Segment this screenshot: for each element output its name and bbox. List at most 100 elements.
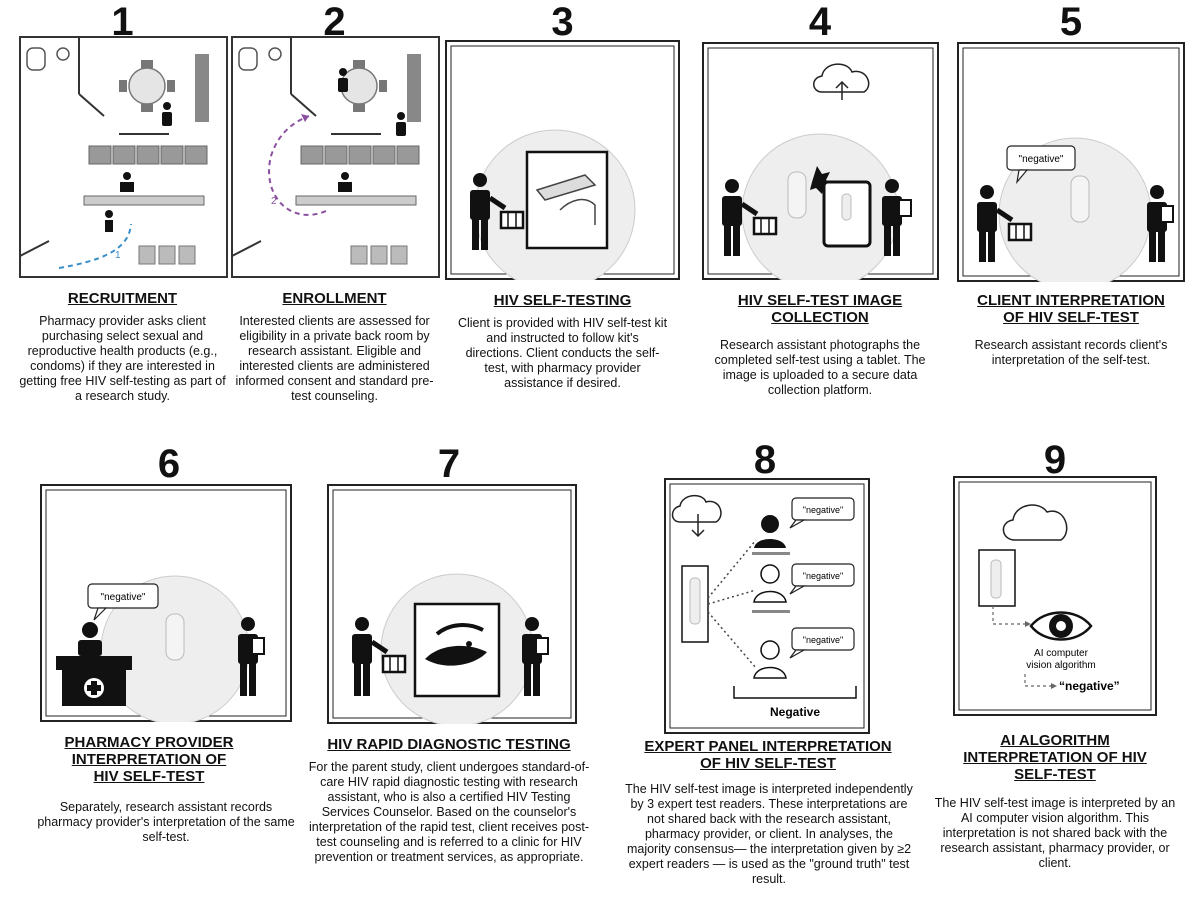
bubble-text: "negative" — [1019, 154, 1064, 165]
research-assistant-icon — [396, 112, 406, 136]
test-kit-image — [525, 150, 609, 250]
sink-icon — [56, 47, 70, 61]
cloud-icon — [1002, 504, 1068, 541]
step-4: 4 — [700, 0, 940, 430]
step-number: 2 — [323, 0, 346, 44]
toilet-icon — [238, 47, 258, 71]
self-testing-panel — [445, 40, 680, 280]
research-assistant-icon — [882, 179, 912, 256]
step-title: EXPERT PANEL INTERPRETATION OF HIV SELF-… — [644, 738, 892, 772]
step-title: RECRUITMENT — [67, 290, 178, 307]
cabinet-icon — [195, 54, 209, 122]
recruitment-floorplan: 1 — [19, 36, 229, 279]
step-1: 1 — [15, 0, 230, 430]
step-description: The HIV self-test image is interpreted b… — [934, 796, 1176, 870]
pharmacy-provider-panel: "negative" — [40, 484, 292, 722]
step-7: 7 — [309, 440, 589, 905]
step-title: HIV SELF-TESTING — [493, 292, 632, 309]
self-test-device — [1070, 175, 1090, 223]
speech-bubble-1: "negative" — [789, 497, 855, 529]
research-assistant-icon — [238, 617, 265, 696]
flash-icon — [810, 166, 832, 194]
pharmacy-counter-icon — [56, 656, 132, 706]
step-number: 1 — [111, 0, 134, 44]
basket-icon — [499, 210, 525, 230]
pharmacist-icon — [120, 172, 134, 192]
bubble-text: "negative" — [101, 592, 146, 603]
path-label: 1 — [115, 250, 121, 261]
step-9: 9 AI computer vision algorithm “negative… — [935, 440, 1195, 905]
expert-panel: "negative" "negative" "negative" Negativ… — [664, 478, 870, 734]
step-number: 5 — [1059, 0, 1083, 44]
step-title: CLIENT INTERPRETATION OF HIV SELF-TEST — [977, 292, 1165, 326]
step-description: The HIV self-test image is interpreted i… — [625, 782, 913, 886]
bubble-text: "negative" — [803, 635, 843, 645]
research-assistant-icon — [522, 617, 549, 696]
step-number: 3 — [551, 0, 574, 44]
bubble-text: "negative" — [803, 571, 843, 581]
cloud-download-icon — [671, 494, 722, 538]
step-description: For the parent study, client undergoes s… — [308, 760, 590, 864]
cloud-upload-icon — [813, 63, 870, 100]
consensus-result: Negative — [770, 705, 820, 719]
pharmacist-icon — [78, 622, 102, 656]
step-description: Separately, research assistant records p… — [37, 800, 295, 844]
research-assistant-icon — [162, 102, 172, 126]
cabinet-icon — [407, 54, 421, 122]
step-3: 3 HIV SELF-TESTING Client is p — [445, 0, 680, 430]
step-title: HIV SELF-TEST IMAGE COLLECTION — [737, 292, 903, 326]
step-2: 2 — [227, 0, 442, 430]
step-number: 7 — [437, 442, 461, 486]
step-description: Pharmacy provider asks client purchasing… — [19, 314, 226, 403]
algo-label-line-1: AI computer — [1034, 648, 1089, 659]
expert-reader-3-icon — [753, 640, 787, 679]
expert-reader-2-icon — [752, 564, 790, 613]
image-collection-panel — [702, 42, 939, 280]
client-icon — [352, 617, 389, 696]
client-interpretation-panel: "negative" — [957, 42, 1185, 282]
ai-algorithm-panel: AI computer vision algorithm “negative” — [953, 476, 1157, 716]
speech-bubble: "negative" — [87, 583, 159, 621]
sink-icon — [268, 47, 282, 61]
step-title: AI ALGORITHM INTERPRETATION OF HIV SELF-… — [963, 732, 1147, 783]
speech-bubble: "negative" — [1006, 145, 1076, 185]
step-number: 4 — [808, 0, 832, 44]
client-icon — [338, 68, 348, 92]
basket-icon — [752, 216, 778, 236]
step-description: Client is provided with HIV self-test ki… — [457, 316, 668, 390]
self-test-device — [165, 613, 185, 661]
client-icon — [105, 210, 113, 232]
toilet-icon — [26, 47, 46, 71]
step-title: ENROLLMENT — [282, 290, 387, 307]
step-description: Interested clients are assessed for elig… — [235, 314, 434, 403]
path-label: 2 — [271, 196, 277, 207]
bubble-text: "negative" — [803, 505, 843, 515]
self-test-device — [787, 171, 807, 219]
ai-eye-icon — [1029, 611, 1093, 641]
algo-label-line-2: vision algorithm — [1026, 660, 1095, 671]
step-description: Research assistant photographs the compl… — [714, 338, 926, 397]
table-icon — [128, 67, 166, 105]
enrollment-floorplan: 2 — [231, 36, 441, 279]
rapid-testing-panel — [327, 484, 577, 724]
step-title: PHARMACY PROVIDER INTERPRETATION OF HIV … — [64, 734, 234, 785]
step-title: HIV RAPID DIAGNOSTIC TESTING — [327, 736, 571, 753]
expert-reader-1-icon — [752, 515, 790, 555]
research-assistant-icon — [1147, 185, 1174, 262]
basket-icon — [381, 654, 407, 674]
pharmacist-icon — [338, 172, 352, 192]
client-icon — [977, 185, 1014, 262]
step-8: 8 — [620, 440, 916, 905]
basket-icon — [1007, 222, 1033, 242]
speech-bubble-3: "negative" — [789, 627, 855, 659]
step-number: 8 — [753, 438, 777, 482]
client-icon — [470, 173, 507, 250]
client-icon — [722, 179, 759, 256]
step-description: Research assistant records client's inte… — [974, 338, 1168, 367]
speech-bubble-2: "negative" — [789, 563, 855, 595]
ai-result: “negative” — [1059, 679, 1120, 693]
step-6: 6 "negative" — [37, 440, 300, 905]
step-number: 6 — [157, 442, 181, 486]
step-number: 9 — [1043, 438, 1067, 482]
step-5: 5 "negative" — [955, 0, 1187, 430]
